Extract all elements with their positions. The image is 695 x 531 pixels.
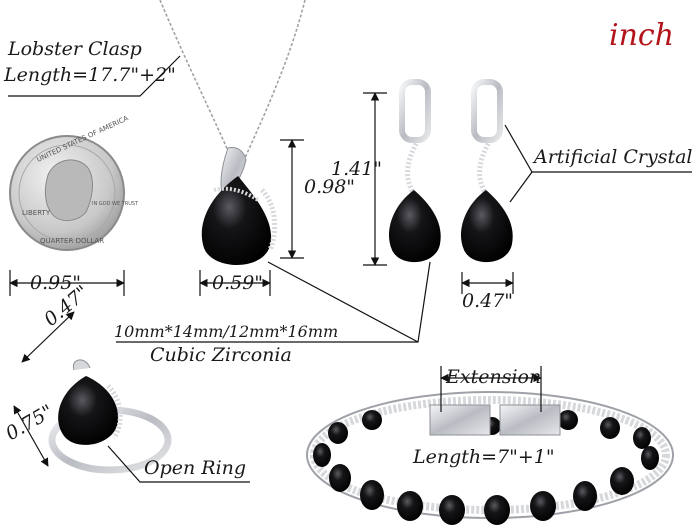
necklace-chain — [159, 0, 306, 161]
stone-sizes-label: 10mm*14mm/12mm*16mm — [114, 322, 339, 341]
extension-label: Extension — [446, 366, 542, 388]
coin-bottom-text: QUARTER DOLLAR — [40, 237, 104, 245]
crystal-label: Artificial Crystal — [534, 146, 693, 168]
pendant — [201, 147, 278, 265]
bracelet-length-label: Length=7"+1" — [413, 446, 555, 468]
coin-motto-text: IN GOD WE TRUST — [92, 201, 139, 207]
bracelet — [306, 391, 674, 525]
pendant-width-label: 0.59" — [212, 272, 264, 294]
earring-height-label: 1.41" — [331, 158, 383, 180]
pendant-height-label: 0.98" — [304, 176, 356, 198]
coin-width-label: 0.95" — [30, 272, 82, 294]
stone-type-label: Cubic Zirconia — [150, 344, 292, 366]
earring-width-label: 0.47" — [462, 290, 514, 312]
earring-right — [460, 79, 513, 263]
quarter-coin: UNITED STATES OF AMERICA LIBERTY IN GOD … — [9, 114, 139, 251]
unit-label: inch — [609, 18, 675, 53]
coin-liberty-text: LIBERTY — [22, 209, 51, 217]
clasp-label-line2: Length=17.7"+2" — [4, 64, 176, 86]
open-ring-label: Open Ring — [144, 457, 247, 479]
ring — [48, 359, 172, 474]
dimension-lines — [8, 55, 692, 483]
earring-left — [388, 79, 441, 263]
clasp-label-line1: Lobster Clasp — [8, 38, 142, 60]
